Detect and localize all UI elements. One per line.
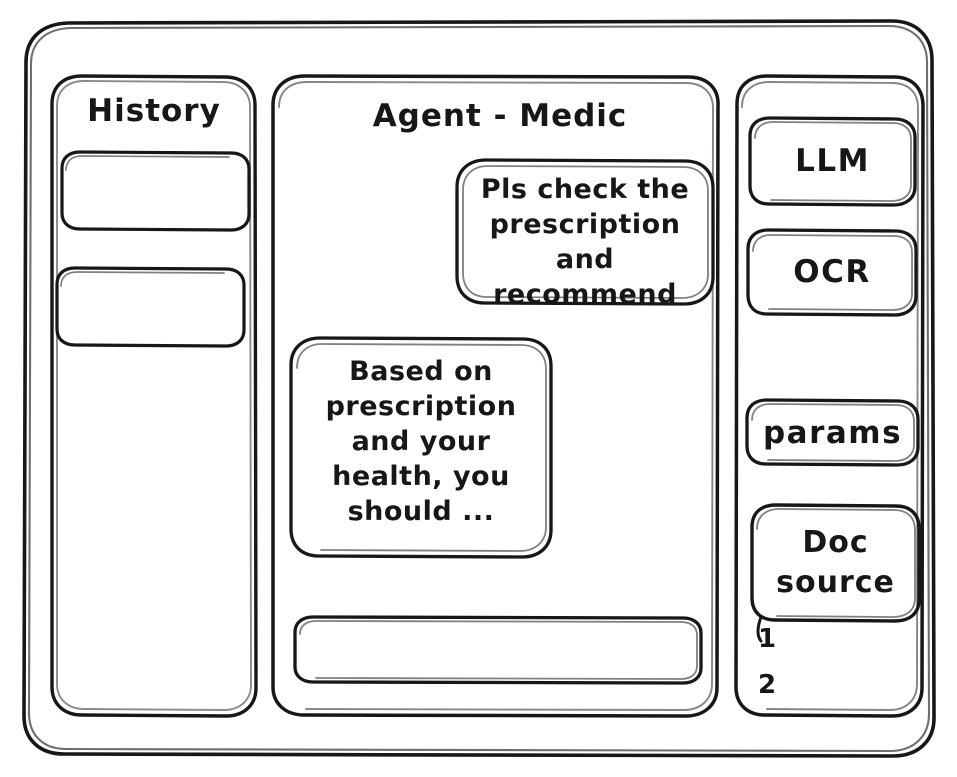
agent-title: Agent - Medic [372, 98, 628, 134]
tool-button-ocr-label: OCR [793, 254, 871, 290]
doc-source-item-1-label: 1 [758, 624, 777, 654]
message-assistant-text: Based on prescription and your health, y… [325, 356, 517, 528]
message-user-text: Pls check the prescription and recommend [480, 174, 690, 311]
params-button-label: params [762, 415, 903, 451]
message-bubble-user: Pls check the prescription and recommend [457, 160, 713, 310]
tool-button-ocr[interactable]: OCR [748, 230, 916, 315]
doc-source-item-2-label: 2 [758, 670, 777, 700]
tool-button-llm-label: LLM [795, 143, 870, 179]
message-composer-input[interactable] [295, 617, 701, 683]
doc-source-item-1[interactable]: 1 [752, 618, 812, 656]
doc-source-label: Doc source [776, 525, 895, 600]
message-bubble-assistant: Based on prescription and your health, y… [291, 338, 551, 557]
sidebar-item-history-2[interactable] [57, 268, 244, 346]
doc-source-item-2[interactable]: 2 [752, 662, 812, 702]
sidebar-item-history-1[interactable] [62, 152, 249, 230]
doc-source-box[interactable]: Doc source [752, 505, 919, 621]
history-panel-title: History [87, 93, 221, 129]
params-button[interactable]: params [747, 400, 918, 465]
tool-button-llm[interactable]: LLM [750, 118, 915, 205]
